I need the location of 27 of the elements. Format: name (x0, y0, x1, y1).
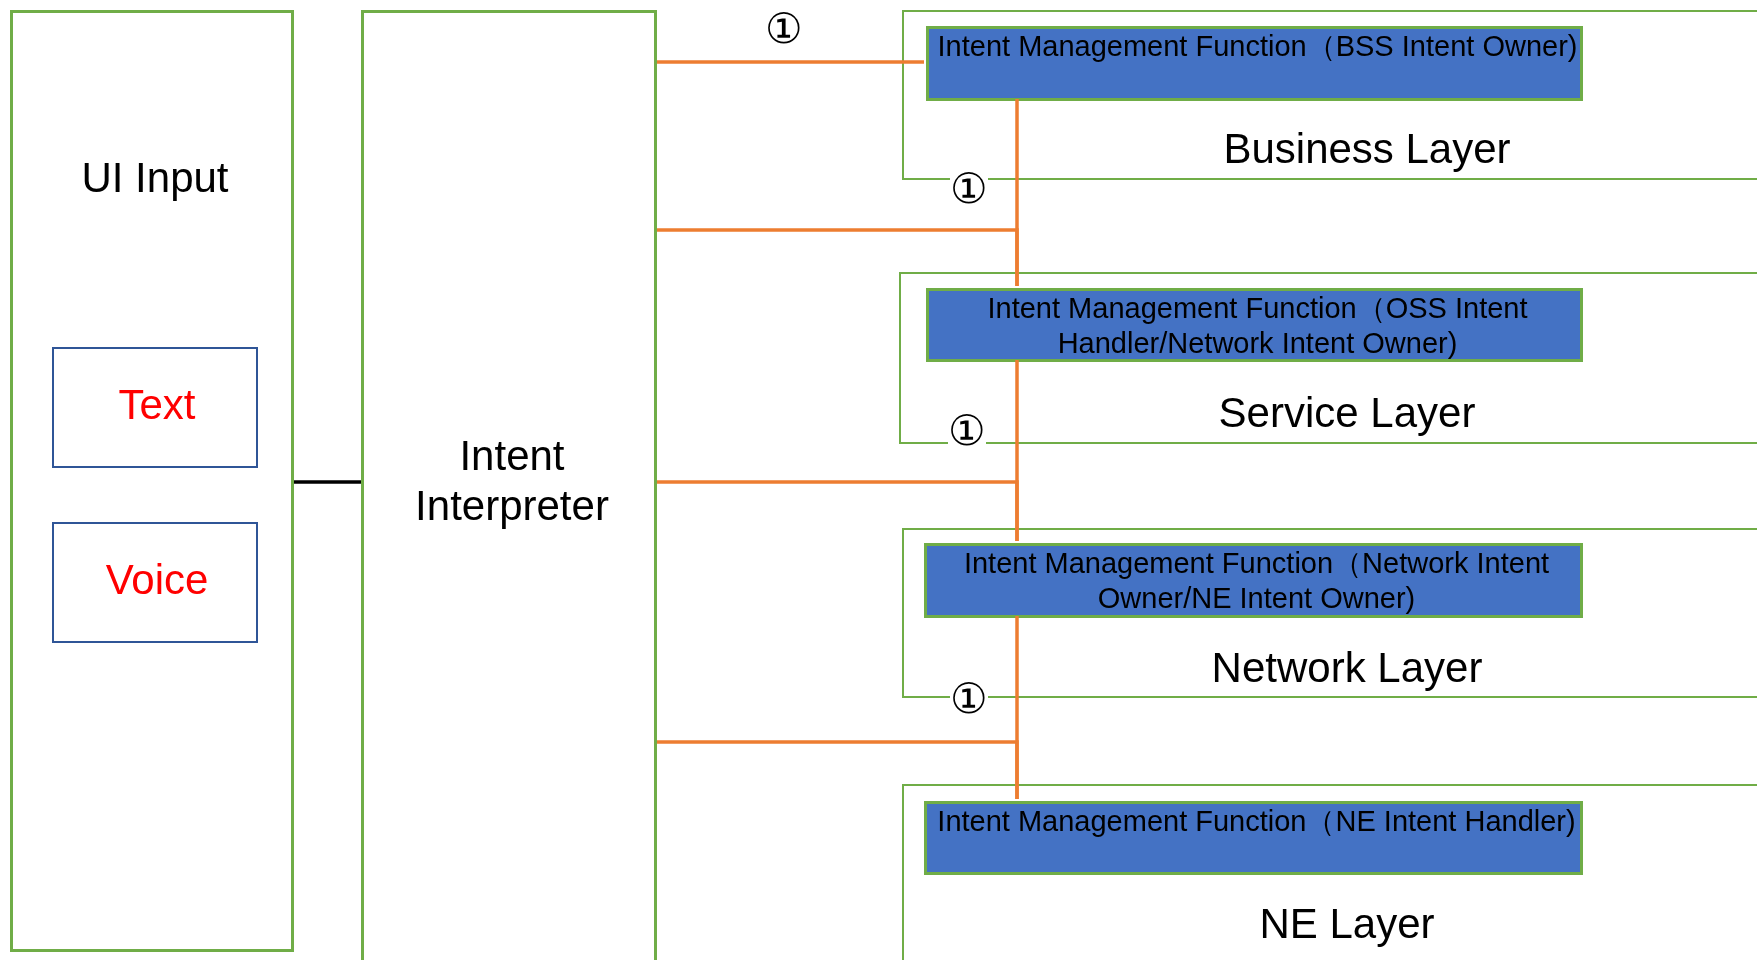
node-label: Intent Interpreter (414, 431, 610, 532)
node-label: UI Input (80, 153, 230, 203)
layer-band (902, 784, 1757, 960)
function-box (926, 288, 1583, 362)
connector-line (657, 228, 1019, 286)
layer-title: Business Layer (1222, 124, 1512, 174)
connector-line (657, 60, 924, 64)
node-label: Voice (104, 555, 210, 605)
connector-line (657, 480, 1019, 541)
layer-title: Service Layer (1217, 388, 1477, 438)
function-label: Intent Management Function（BSS Intent Owner) (936, 29, 1579, 64)
function-label: Intent Management Function（OSS Intent Handler/Network Intent Owner) (986, 291, 1529, 361)
connector-line (294, 480, 361, 484)
panel (361, 10, 657, 960)
layer-title: NE Layer (1258, 899, 1436, 949)
function-box (926, 26, 1583, 101)
layer-title: Network Layer (1210, 643, 1484, 693)
function-label: Intent Management Function（NE Intent Handler) (936, 804, 1577, 839)
connector-line (657, 740, 1019, 799)
input-box (52, 347, 258, 468)
function-box (924, 801, 1583, 875)
function-box (924, 543, 1583, 618)
panel (10, 10, 294, 952)
input-box (52, 522, 258, 643)
function-label: Intent Management Function（Network Intent Owner/NE Intent Owner) (962, 546, 1551, 616)
node-label: Text (117, 380, 197, 430)
layer-band (899, 272, 1757, 444)
